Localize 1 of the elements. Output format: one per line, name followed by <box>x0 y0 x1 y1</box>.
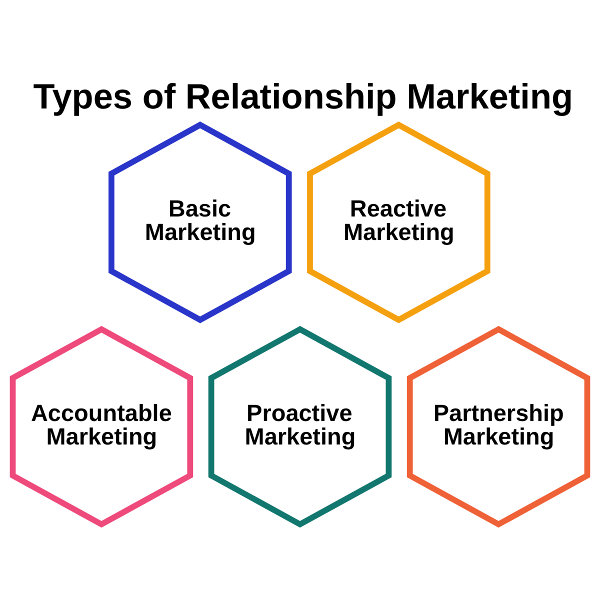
diagram-title: Types of Relationship Marketing <box>33 76 574 116</box>
